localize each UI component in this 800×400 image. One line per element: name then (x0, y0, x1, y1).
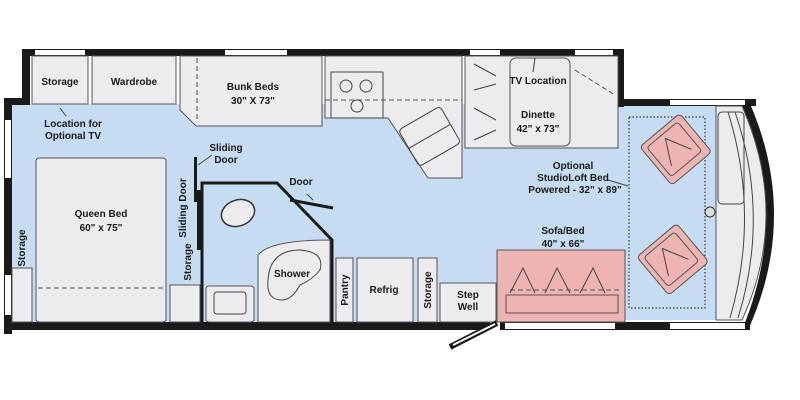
svg-text:Bunk Beds: Bunk Beds (227, 82, 280, 93)
svg-text:Well: Well (458, 302, 479, 313)
svg-text:Sliding Door: Sliding Door (178, 178, 189, 238)
wardrobe (91, 55, 177, 105)
dashboard (715, 105, 767, 321)
kitchen-counter (324, 55, 463, 179)
svg-text:30" X 73": 30" X 73" (231, 96, 275, 107)
svg-text:Door: Door (214, 155, 237, 166)
captain-chair-passenger (640, 114, 711, 185)
svg-text:Wardrobe: Wardrobe (111, 77, 158, 88)
svg-text:Optional TV: Optional TV (45, 131, 101, 142)
svg-text:Storage: Storage (17, 229, 28, 267)
svg-text:Sliding: Sliding (209, 143, 242, 154)
svg-text:Door: Door (289, 177, 312, 188)
svg-text:StudioLoft Bed: StudioLoft Bed (537, 173, 609, 184)
svg-text:Storage: Storage (423, 271, 434, 309)
dinette-chairs (473, 63, 616, 141)
queen-bed (35, 157, 167, 323)
steering-wheel (704, 206, 716, 218)
bathroom-door[interactable] (289, 198, 334, 210)
svg-text:Refrig: Refrig (370, 285, 399, 296)
toilet (220, 198, 256, 228)
svg-text:42" x 73": 42" x 73" (517, 124, 560, 135)
captain-chair-driver (637, 224, 708, 295)
svg-text:Storage: Storage (41, 77, 79, 88)
dinette-table (509, 57, 571, 147)
svg-text:Dinette: Dinette (521, 110, 555, 121)
svg-text:Optional: Optional (553, 161, 594, 172)
svg-text:Powered - 32" x 89": Powered - 32" x 89" (528, 185, 622, 196)
storage-mid (169, 284, 201, 323)
svg-text:TV Location: TV Location (509, 76, 566, 87)
bath-sliding-door[interactable] (197, 190, 201, 250)
step-well (439, 282, 497, 323)
sink (399, 107, 460, 166)
storage-rear (31, 55, 89, 105)
svg-text:Pantry: Pantry (340, 274, 351, 306)
svg-text:40" x 66": 40" x 66" (542, 239, 585, 250)
bathroom-wall (200, 181, 334, 322)
storage-front (417, 257, 438, 323)
storage-left (11, 267, 33, 323)
pantry (335, 257, 354, 323)
svg-text:Shower: Shower (274, 269, 310, 280)
svg-text:60" x 75": 60" x 75" (80, 223, 123, 234)
svg-text:Queen Bed: Queen Bed (75, 209, 128, 220)
bath-sink (205, 285, 255, 323)
sofa-mechanism (509, 266, 606, 294)
svg-text:Location for: Location for (44, 119, 102, 130)
shower (257, 239, 331, 323)
sliding-door[interactable] (194, 157, 197, 202)
exterior-walls (4, 49, 774, 334)
bunk-beds (179, 55, 323, 127)
stove (330, 71, 384, 119)
svg-text:Step: Step (457, 290, 479, 301)
svg-text:Sofa/Bed: Sofa/Bed (541, 226, 584, 237)
refrigerator (356, 257, 414, 323)
svg-text:Storage: Storage (183, 243, 194, 281)
